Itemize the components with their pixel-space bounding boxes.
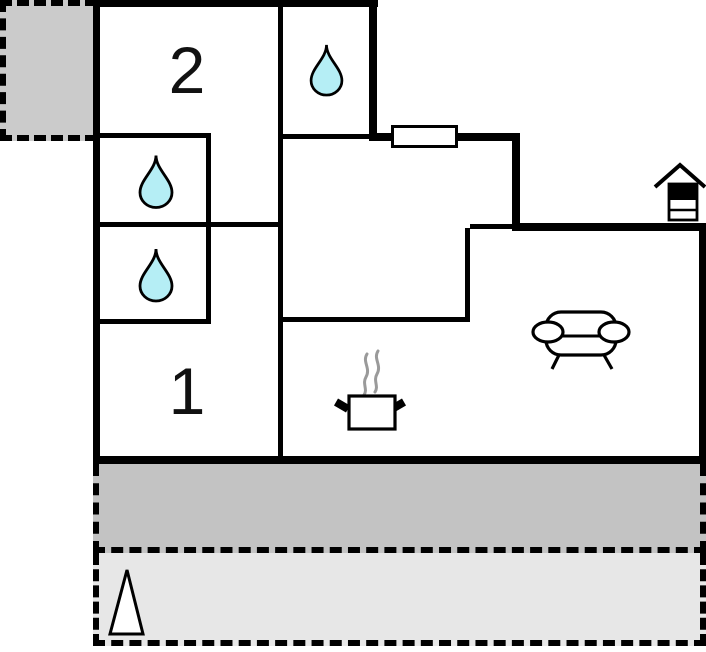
water-drop-icon — [137, 247, 175, 303]
room-label-bedroom-2: 2 — [168, 33, 206, 107]
cooking-pot-icon — [330, 348, 410, 432]
wall-bathrooms-divider — [100, 222, 278, 227]
fireplace-chimney-icon — [652, 158, 706, 224]
wall-hall-vertical — [278, 7, 283, 456]
water-drop-icon — [308, 43, 345, 97]
room-label-bedroom-1: 1 — [168, 354, 206, 428]
wall-exterior-middle-vertical — [512, 133, 520, 231]
water-drop-icon — [137, 153, 175, 210]
tree-icon — [103, 564, 151, 640]
terrace-area — [93, 464, 706, 553]
wall-bathrooms-right — [206, 133, 211, 324]
wall-living-left — [465, 228, 470, 322]
wall-living-top-thin — [470, 224, 512, 229]
wall-bathroom-b-bottom — [100, 319, 206, 324]
wall-exterior-bathroom-right — [369, 0, 377, 141]
wall-exterior-right — [699, 223, 706, 464]
wall-exterior-top — [93, 0, 378, 7]
garden-area — [93, 553, 706, 646]
wall-top-bathroom-bottom — [283, 134, 369, 139]
wall-kitchen-top — [283, 317, 465, 322]
window-symbol — [391, 125, 458, 148]
sofa-icon — [528, 304, 634, 374]
balcony-area — [0, 0, 97, 141]
wall-exterior-left — [93, 0, 100, 464]
wall-exterior-living-top — [512, 223, 706, 231]
wall-bathroom-a-top — [100, 133, 206, 138]
wall-exterior-bottom — [93, 456, 706, 464]
